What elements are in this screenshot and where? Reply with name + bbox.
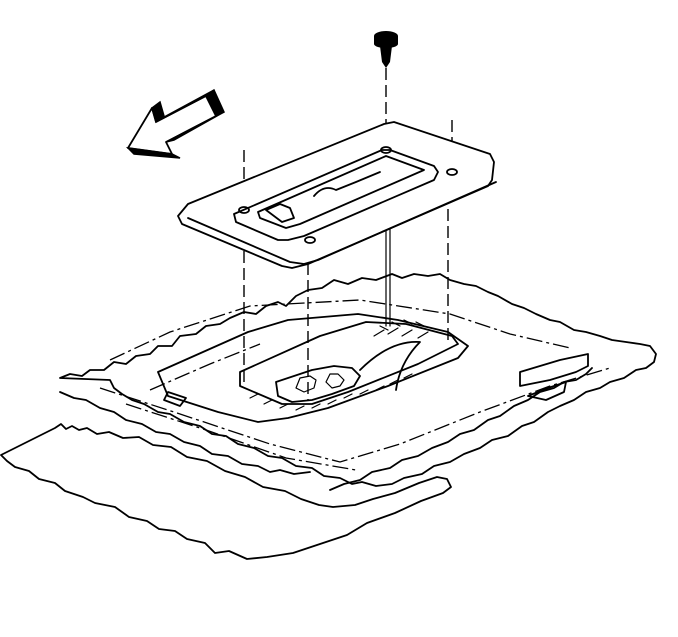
floor-bracket-right-lower xyxy=(527,381,567,401)
direction-arrow-icon xyxy=(125,88,225,159)
floor-contour-line-1 xyxy=(109,299,571,361)
tray-recess-outline xyxy=(157,313,469,423)
direction-arrow-bottom-face xyxy=(165,111,225,143)
floor-bracket-right xyxy=(519,353,589,387)
floor-contour-line-4 xyxy=(149,343,261,391)
shifter-mechanism-detail xyxy=(295,375,317,393)
trim-bezel-opening-lip xyxy=(257,155,425,229)
trim-bezel-hole-rear xyxy=(380,146,392,154)
floor-panel-front-edge xyxy=(59,391,311,475)
trim-bezel-opening xyxy=(233,149,439,241)
shifter-mechanism xyxy=(275,365,361,403)
trim-bezel-inner-curve xyxy=(313,171,381,197)
shifter-curve xyxy=(359,341,421,391)
alignment-guides xyxy=(243,68,453,400)
screw-shank xyxy=(380,46,392,68)
direction-arrow-front-face xyxy=(127,95,217,155)
trim-bezel-notch xyxy=(265,203,295,223)
direction-arrow-head-top xyxy=(151,100,165,124)
screw xyxy=(374,31,398,68)
floor-contour-line-3 xyxy=(125,403,357,471)
floor-contour-line-2 xyxy=(99,367,611,463)
floor-panel xyxy=(0,273,657,560)
trim-bezel xyxy=(177,121,497,269)
trim-bezel-thickness xyxy=(187,181,497,265)
shifter-mechanism-detail-2 xyxy=(325,373,345,389)
trim-bezel-hole-front-center xyxy=(304,236,316,244)
tray-hatch-marks xyxy=(249,319,429,411)
floor-panel-lower-layer xyxy=(0,423,452,560)
trim-bezel-hole-rear-right xyxy=(446,168,458,176)
tray-opening-rim xyxy=(239,321,459,405)
direction-arrow-tail-bottom xyxy=(125,146,181,159)
trim-bezel-hole-front-left xyxy=(238,206,250,214)
floor-bracket-left xyxy=(163,391,187,407)
